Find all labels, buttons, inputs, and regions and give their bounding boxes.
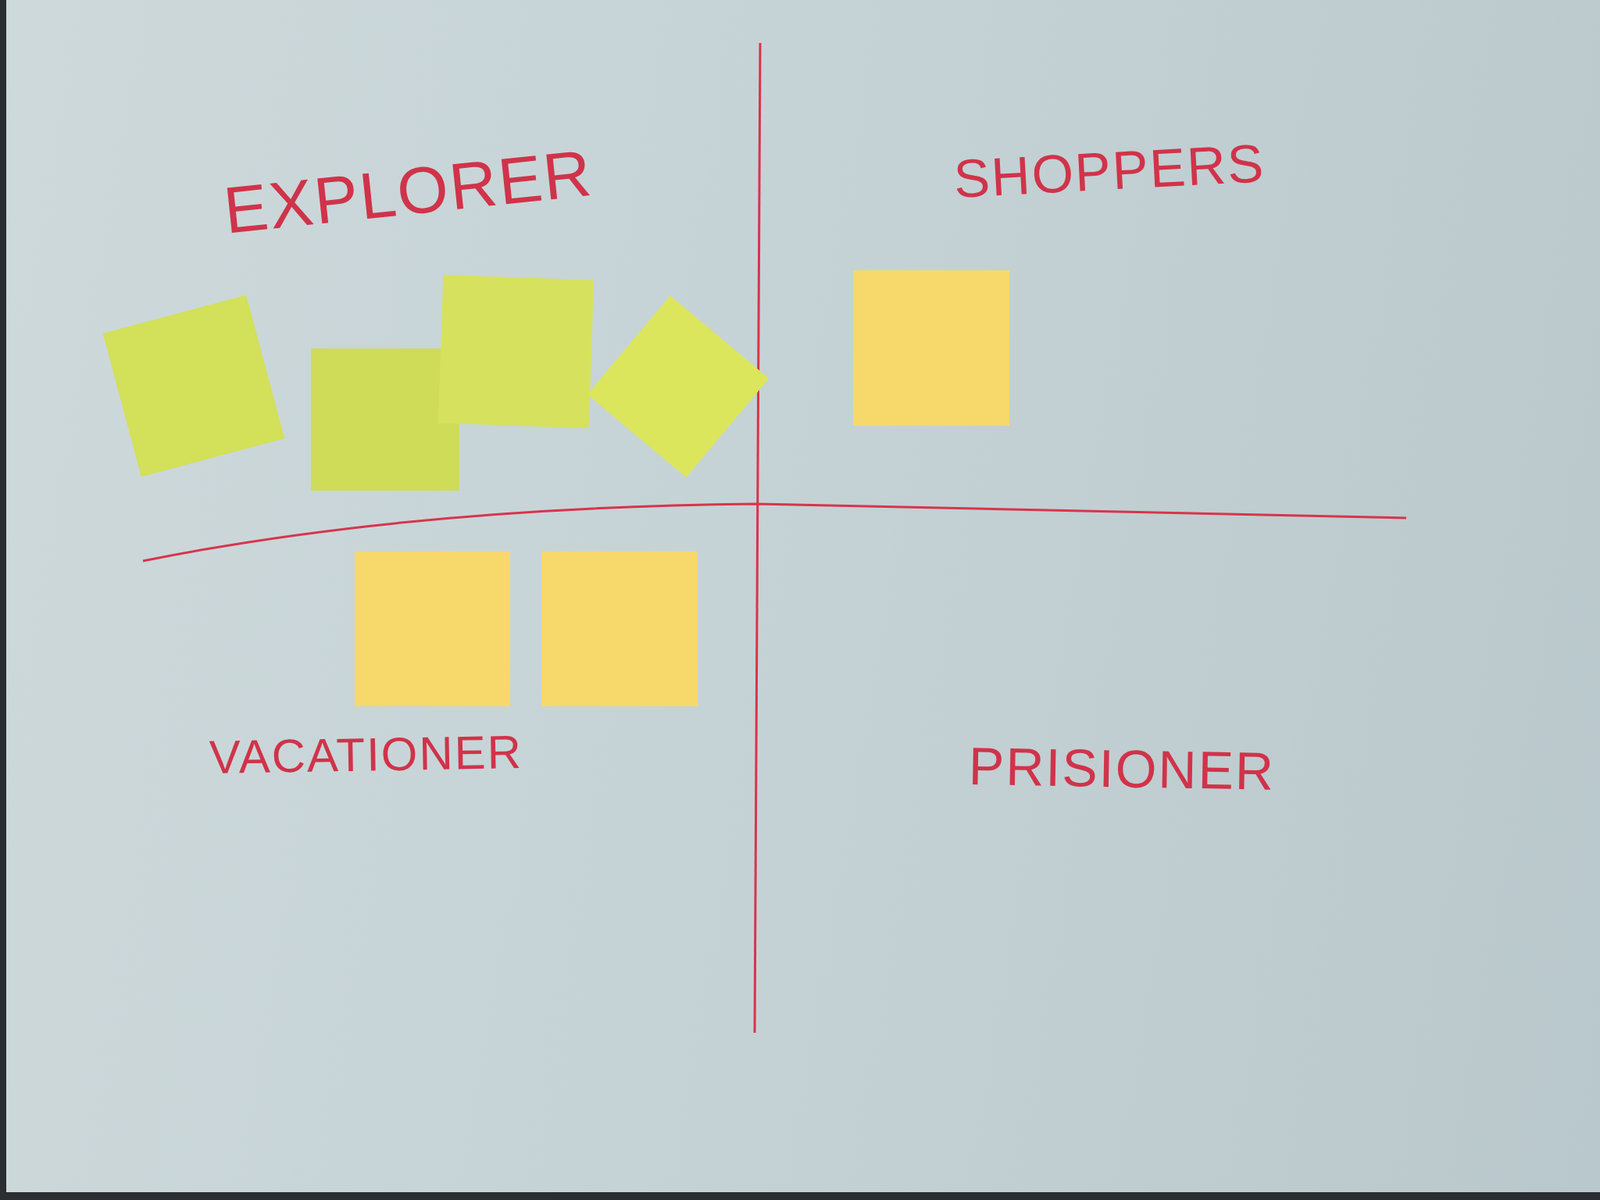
- sticky-note: [541, 551, 698, 707]
- sticky-notes-yellow: [354, 270, 1010, 707]
- sticky-note: [438, 275, 595, 429]
- quadrant-label: EXPLORER: [221, 139, 597, 244]
- sticky-note: [310, 348, 460, 491]
- quadrant-label: PRISIONER: [967, 739, 1275, 798]
- quadrant-label: SHOPPERS: [952, 136, 1266, 208]
- frame-edge: [0, 1192, 1600, 1200]
- sticky-notes-green: [103, 275, 770, 491]
- sticky-note: [354, 551, 511, 707]
- frame-edge: [0, 0, 7, 1200]
- vertical-axis: [754, 42, 761, 1033]
- sticky-note: [103, 295, 286, 478]
- sticky-note: [587, 295, 769, 477]
- quadrant-label: VACATIONER: [208, 728, 523, 782]
- sticky-note: [853, 270, 1010, 426]
- horizontal-axis: [142, 503, 1407, 561]
